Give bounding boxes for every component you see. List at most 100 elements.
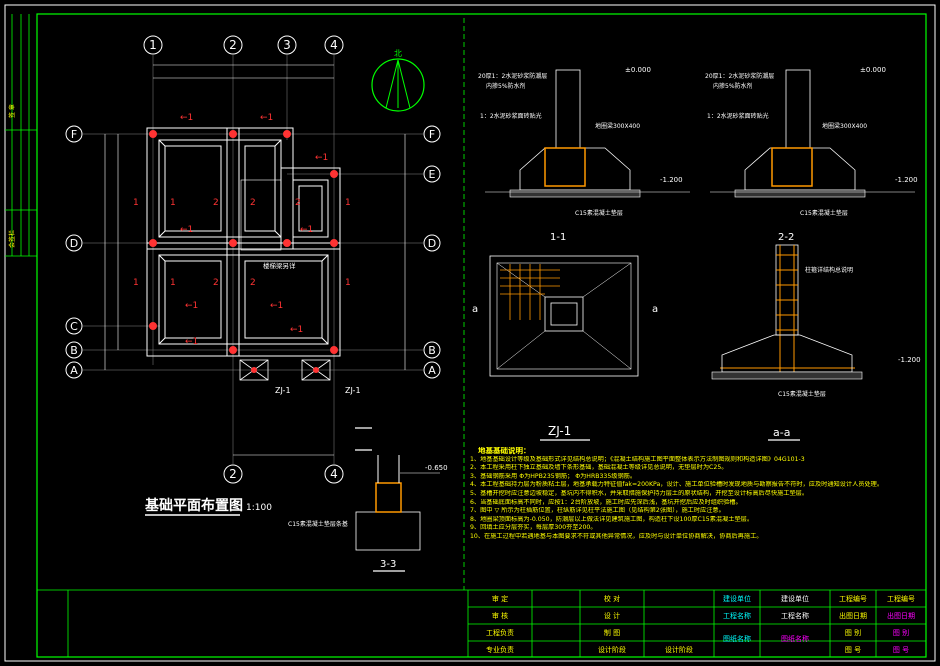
sec-mark: 1 (345, 198, 351, 208)
note-line: 8、地圈梁顶面标高为-0.050，防潮层以上做法详见建筑施工图，构造柱下设100… (470, 515, 754, 523)
axis-row-c: C (70, 320, 78, 333)
tb-r3-c6: 图纸名称 (781, 635, 809, 643)
tb-r4-c3: 设计阶段 (598, 646, 626, 654)
s11-cushion: C15素混凝土垫层 (575, 209, 623, 217)
axis-col-2-bottom: 2 (229, 467, 237, 481)
tb-r3-c1: 工程负责 (486, 629, 514, 637)
sec-mark: ←1 (260, 113, 273, 123)
axis-row-b: B (70, 344, 78, 357)
axis-row-e: E (429, 168, 436, 181)
sec-mark: ←1 (270, 301, 283, 311)
s22-label: 2-2 (778, 232, 794, 243)
outer-frame (4, 4, 936, 662)
north-arrow (371, 58, 425, 112)
tb-r2-c8: 出图日期 (887, 612, 915, 620)
sec-mark: ←1 (290, 325, 303, 335)
s22-beam: 地圈梁300X400 (822, 122, 867, 130)
s22-note-top2: 内掺5%防水剂 (713, 82, 753, 90)
sec-mark: 2 (213, 278, 219, 288)
s11-beam: 地圈梁300X400 (595, 122, 640, 130)
axis-col-4: 4 (330, 38, 338, 52)
tb-r4-c7: 图 号 (844, 646, 862, 654)
note-line: 5、基槽开挖时应注意边坡稳定，基坑内不得积水，并采取措施保护持力层土的原状结构，… (470, 489, 809, 497)
s11-note-top: 20厚1：2水泥砂浆防潮层 (478, 72, 547, 80)
tb-r1-c1: 审 定 (491, 595, 509, 603)
title-block-text: 审 定 校 对 建设单位 建设单位 工程编号 工程编号 审 核 设 计 工程名称… (468, 590, 926, 657)
s33-elev: -0.650 (425, 464, 448, 472)
side-stamp-bottom: 会签栏 (8, 230, 16, 248)
note-line: 10、在施工过程中若遇地基与本图要求不符或其他异常情况，应及时与设计单位协商解决… (470, 532, 763, 540)
section-a-a: 柱箍详结构总说明 -1.200 C15素混凝土垫层 a-a (711, 244, 921, 441)
axis-row-d-right: D (428, 237, 436, 250)
zj1-dim-right: a (652, 304, 658, 315)
axis-col-1: 1 (149, 38, 157, 52)
sec-mark: ←1 (180, 225, 193, 235)
north-label: 北 (394, 49, 402, 58)
side-stamp (5, 14, 37, 257)
s11-elev-top: ±0.000 (625, 66, 651, 74)
section-3-3: -0.650 C15素混凝土垫层条基 3-3 (288, 455, 448, 572)
tb-r1-c6: 建设单位 (781, 595, 809, 603)
axis-row-a: A (70, 364, 78, 377)
foundation-plan: 1 2 3 4 2 4 F F E D D C B B A A (65, 35, 441, 516)
note-line: 3、基础钢筋采用 Φ为HPB235钢筋； Φ为HRB335级钢筋。 (470, 472, 637, 480)
sec-mark: 1 (133, 198, 139, 208)
plan-title: 基础平面布置图 (145, 497, 243, 514)
axis-row-f: F (71, 128, 77, 141)
tb-r3-c7: 图 别 (844, 629, 862, 637)
note-line: 4、本工程基础持力层为粉质粘土层，地基承载力特征值fak=200KPa，设计、施… (470, 481, 884, 489)
axis-row-b-right: B (428, 344, 436, 357)
aa-label: a-a (773, 426, 790, 439)
inner-frame (36, 13, 927, 658)
note-line: 6、当基础底面标高不同时，应按1：2台阶放坡，施工时应先深后浅，基坑开挖后应及时… (470, 498, 742, 506)
zj1-plan: a a ZJ-1 (472, 255, 658, 441)
sec-mark: ←1 (315, 153, 328, 163)
s22-cushion: C15素混凝土垫层 (800, 209, 848, 217)
s11-elev-bot: -1.200 (660, 176, 683, 184)
note-line: 9、回填土应分层夯实，每层厚300夯至200。 (470, 524, 597, 532)
tb-r4-c1: 专业负责 (486, 646, 514, 654)
axis-col-2: 2 (229, 38, 237, 52)
zj1-dim-left: a (472, 304, 478, 315)
sec-mark: ←1 (185, 337, 198, 347)
s33-cushion: C15素混凝土垫层条基 (288, 520, 348, 528)
sec-mark: 2 (213, 198, 219, 208)
tb-r4-c4: 设计阶段 (665, 646, 693, 654)
section-1-1: ±0.000 -1.200 20厚1：2水泥砂浆防潮层 内掺5%防水剂 1：2水… (478, 66, 690, 243)
note-line: 7、图中 ▽ 所示为柱插筋位置，柱纵筋详见柱平法施工图（见结构第2张图），施工时… (470, 507, 725, 515)
axis-col-3: 3 (283, 38, 291, 52)
s22-elev-bot: -1.200 (895, 176, 918, 184)
notes-title: 地基基础说明： (478, 447, 531, 455)
sec-mark: 2 (250, 198, 256, 208)
sec-mark: ←1 (300, 225, 313, 235)
tb-r3-c3: 制 图 (603, 629, 621, 637)
tb-r3-c5: 图纸名称 (723, 635, 751, 643)
zj-label-1: ZJ-1 (275, 386, 291, 395)
s11-label: 1-1 (550, 232, 566, 243)
tb-r1-c5: 建设单位 (723, 595, 751, 603)
sec-mark: 1 (133, 278, 139, 288)
sec-mark: ←1 (180, 113, 193, 123)
note-line: 2、本工程采用柱下独立基础及墙下条形基础，基础混凝土等级详见总说明，无垫层时为C… (470, 464, 728, 472)
aa-note: 柱箍详结构总说明 (805, 266, 853, 274)
s11-note-side: 1：2水泥砂浆面砖贴光 (480, 112, 542, 120)
tb-r1-c3: 校 对 (603, 595, 621, 603)
zj-label-2: ZJ-1 (345, 386, 361, 395)
aa-elev: -1.200 (898, 356, 921, 364)
tb-r2-c7: 出图日期 (839, 612, 867, 620)
zj1-label: ZJ-1 (548, 424, 571, 438)
sec-mark: 2 (250, 278, 256, 288)
section-2-2: ±0.000 -1.200 20厚1：2水泥砂浆防潮层 内掺5%防水剂 1：2水… (705, 66, 918, 243)
axis-row-f-right: F (429, 128, 435, 141)
sec-mark: 1 (170, 198, 176, 208)
axis-col-4-bottom: 4 (330, 467, 338, 481)
tb-r1-c7: 工程编号 (839, 595, 867, 603)
tb-r2-c3: 设 计 (603, 612, 621, 620)
plan-scale: 1:100 (246, 503, 272, 513)
tb-r4-c8: 图 号 (892, 646, 910, 654)
title-block (37, 589, 926, 657)
side-stamp-top: 签 章 (8, 104, 16, 118)
axis-row-a-right: A (428, 364, 436, 377)
note-line: 1、地基基础设计等级及基础形式详见结构总说明；《混凝土结构施工图平面整体表示方法… (470, 455, 805, 463)
